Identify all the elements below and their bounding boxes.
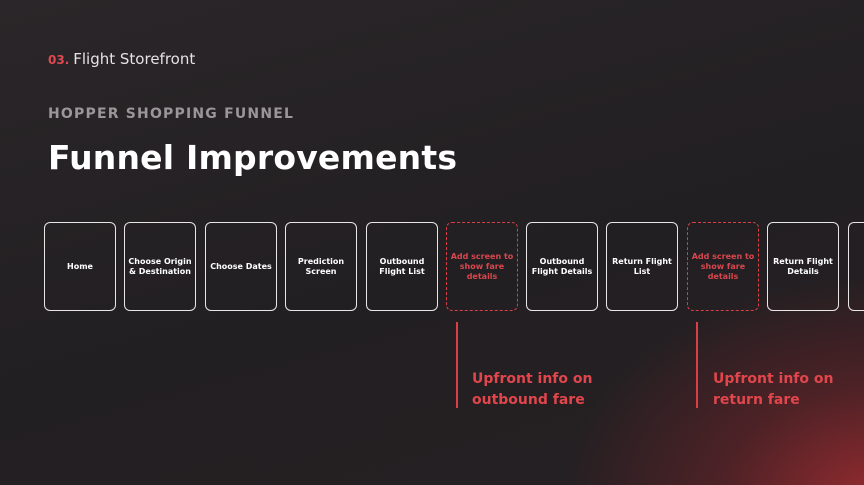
connector-outbound — [456, 322, 458, 408]
funnel-step-dates: Choose Dates — [205, 222, 277, 311]
section-label: 03. Flight Storefront — [48, 50, 195, 68]
page-title: Funnel Improvements — [48, 138, 458, 177]
funnel-step-origin-destination: Choose Origin & Destination — [124, 222, 196, 311]
connector-return — [696, 322, 698, 408]
callout-outbound: Upfront info on outbound fare — [472, 371, 593, 408]
section-number: 03. — [48, 53, 70, 67]
funnel-step-return-details: Return Flight Details — [767, 222, 839, 311]
funnel-step-outbound-list: Outbound Flight List — [366, 222, 438, 311]
funnel-step-home: Home — [44, 222, 116, 311]
funnel-step-return-list: Return Flight List — [606, 222, 678, 311]
kicker-heading: HOPPER SHOPPING FUNNEL — [48, 106, 295, 122]
funnel-step-proposed-outbound-fare: Add screen to show fare details — [446, 222, 518, 311]
section-name: Flight Storefront — [73, 50, 196, 68]
callout-return: Upfront info on return fare — [713, 371, 834, 408]
funnel-step-proposed-return-fare: Add screen to show fare details — [687, 222, 759, 311]
funnel-step-prediction: Prediction Screen — [285, 222, 357, 311]
funnel-step-outbound-details: Outbound Flight Details — [526, 222, 598, 311]
funnel-step-partial — [848, 222, 864, 311]
